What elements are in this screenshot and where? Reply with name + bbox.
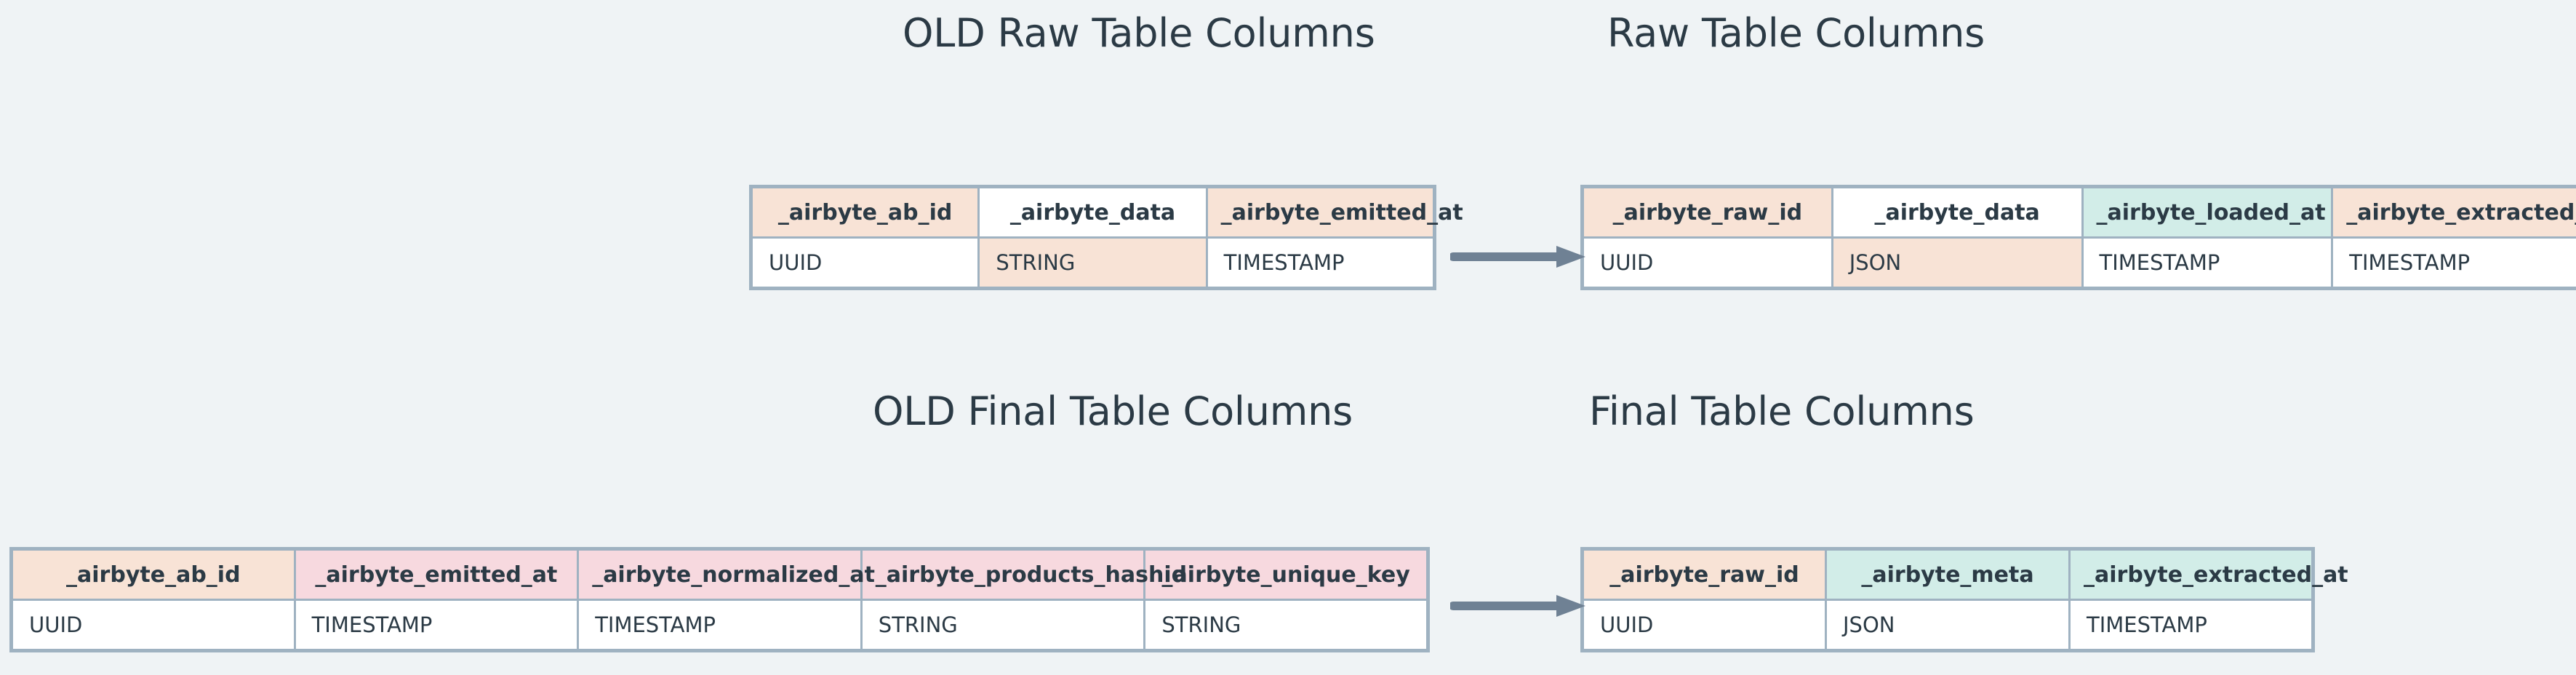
column-type-cell: UUID [10, 599, 296, 652]
column-header-cell: _airbyte_products_hashid [860, 548, 1187, 601]
column-type-cell: UUID [1581, 599, 1827, 652]
column-header-cell: _airbyte_meta [1825, 548, 2071, 601]
column-header-cell: _airbyte_emitted_at [293, 548, 580, 601]
table-header-row: _airbyte_ab_id_airbyte_emitted_at_airbyt… [10, 548, 1429, 601]
section-title-old-final: OLD Final Table Columns [873, 388, 1353, 434]
table-header-row: _airbyte_raw_id_airbyte_data_airbyte_loa… [1581, 185, 2576, 239]
column-type-cell: TIMESTAMP [2068, 599, 2314, 652]
column-header-cell: _airbyte_unique_key [1143, 548, 1429, 601]
final-transition-arrow-icon [1450, 595, 1585, 617]
column-type-cell: TIMESTAMP [577, 599, 863, 652]
column-header-cell: _airbyte_normalized_at [577, 548, 875, 601]
column-type-cell: TIMESTAMP [293, 599, 580, 652]
column-type-cell: TIMESTAMP [2331, 236, 2576, 289]
section-title-old-raw: OLD Raw Table Columns [903, 10, 1375, 56]
column-type-cell: TIMESTAMP [2081, 236, 2334, 289]
column-type-cell: TIMESTAMP [1205, 236, 1436, 289]
table-header-row: _airbyte_ab_id_airbyte_data_airbyte_emit… [749, 185, 1463, 239]
table-old-final-columns: _airbyte_ab_id_airbyte_emitted_at_airbyt… [9, 547, 1430, 652]
column-header-cell: _airbyte_raw_id [1581, 185, 1833, 239]
column-header-cell: _airbyte_ab_id [749, 185, 980, 239]
column-type-cell: STRING [1143, 599, 1429, 652]
column-header-cell: _airbyte_ab_id [10, 548, 296, 601]
column-type-cell: JSON [1825, 599, 2071, 652]
column-header-cell: _airbyte_extracted_at [2331, 185, 2576, 239]
column-header-cell: _airbyte_loaded_at [2081, 185, 2334, 239]
column-type-cell: UUID [1581, 236, 1833, 289]
table-header-row: _airbyte_raw_id_airbyte_meta_airbyte_ext… [1581, 548, 2348, 601]
column-type-cell: STRING [860, 599, 1146, 652]
table-old-raw-columns: _airbyte_ab_id_airbyte_data_airbyte_emit… [749, 185, 1463, 290]
section-title-final: Final Table Columns [1589, 388, 1975, 434]
table-final-columns: _airbyte_raw_id_airbyte_meta_airbyte_ext… [1580, 547, 2348, 652]
column-header-cell: _airbyte_data [1831, 185, 2084, 239]
section-title-raw: Raw Table Columns [1607, 10, 1985, 56]
column-header-cell: _airbyte_extracted_at [2068, 548, 2348, 601]
column-header-cell: _airbyte_raw_id [1581, 548, 1827, 601]
column-type-cell: STRING [977, 236, 1208, 289]
raw-transition-arrow-icon [1450, 246, 1585, 268]
column-type-cell: JSON [1831, 236, 2084, 289]
column-type-cell: UUID [749, 236, 980, 289]
table-raw-columns: _airbyte_raw_id_airbyte_data_airbyte_loa… [1580, 185, 2576, 290]
column-header-cell: _airbyte_data [977, 185, 1208, 239]
column-header-cell: _airbyte_emitted_at [1205, 185, 1463, 239]
